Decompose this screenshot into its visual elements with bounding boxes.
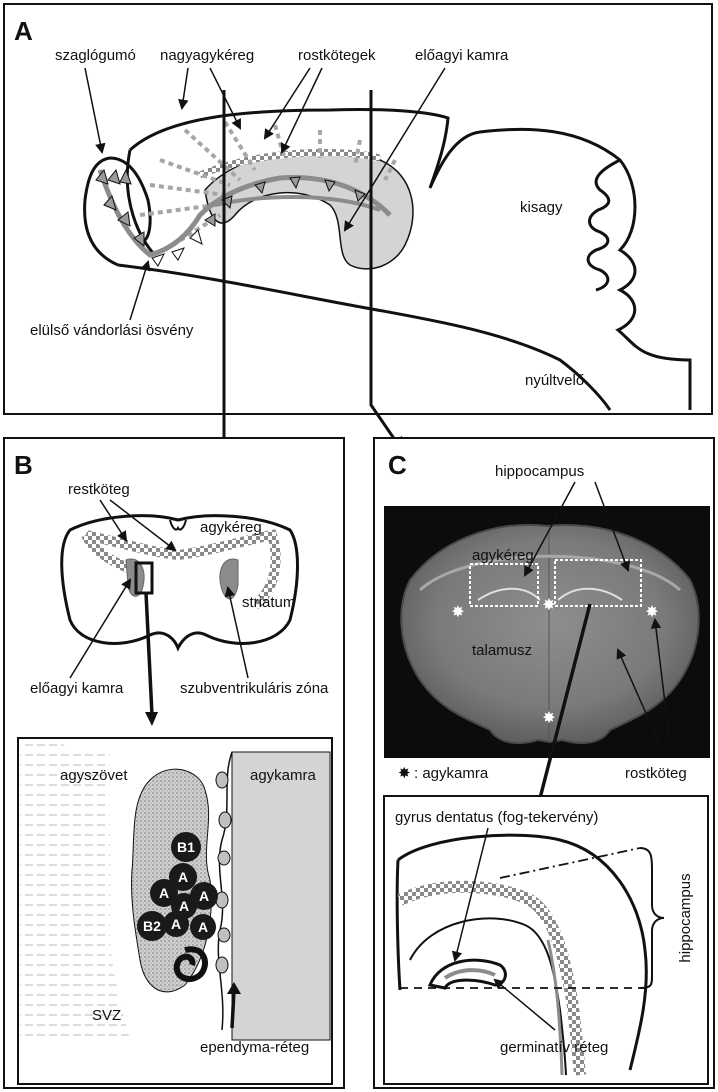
cell-label-b1: B1	[177, 839, 195, 855]
label-svz: SVZ	[92, 1007, 121, 1024]
label-cerebral-cortex: nagyagykéreg	[160, 47, 254, 64]
cell-label-a3: A	[199, 888, 209, 904]
svg-text:✸: ✸	[645, 602, 658, 621]
label-forebrain-ventricle: előagyi kamra	[415, 47, 509, 64]
panel-a-letter: A	[14, 16, 33, 46]
panel-b: B restköteg agykéreg striatum előagyi ka…	[4, 438, 344, 1088]
ependyma-pointer	[232, 990, 234, 1028]
svg-text:✸: ✸	[451, 602, 464, 621]
label-agykereg-b: agykéreg	[200, 519, 262, 536]
label-germinative-layer: germinatív réteg	[500, 1039, 608, 1056]
label-agykamra-b: agykamra	[250, 767, 317, 784]
panel-a: A	[4, 4, 712, 452]
label-gyrus-dentatus: gyrus dentatus (fog-tekervény)	[395, 809, 598, 826]
label-restkoteg: restköteg	[68, 481, 130, 498]
cell-label-a6: A	[198, 919, 208, 935]
panel-c-letter: C	[388, 450, 407, 480]
label-ependyma: ependyma-réteg	[200, 1039, 309, 1056]
ventricle-region	[232, 752, 330, 1040]
label-striatum: striatum	[242, 594, 295, 611]
panel-b-letter: B	[14, 450, 33, 480]
label-eloagyi-kamra-b: előagyi kamra	[30, 680, 124, 697]
svg-text:✸: ✸	[542, 595, 555, 614]
svg-text:✸: ✸	[542, 708, 555, 727]
label-medulla: nyúltvelő	[525, 372, 584, 389]
label-hippocampus-c: hippocampus	[495, 463, 584, 480]
panel-c: C ✸ ✸ ✸ ✸ agykéreg talamusz hippocampus …	[374, 438, 714, 1088]
label-svz-zone: szubventrikuláris zóna	[180, 680, 329, 697]
label-fiber-bundles: rostkötegek	[298, 47, 376, 64]
cell-label-a4: A	[179, 898, 189, 914]
label-olfactory-bulb: szaglógumó	[55, 47, 136, 64]
legend-agykamra: : agykamra	[414, 765, 489, 782]
label-rostkoteg-c: rostköteg	[625, 765, 687, 782]
cell-label-a2: A	[159, 885, 169, 901]
label-talamusz: talamusz	[472, 642, 532, 659]
cell-label-b2: B2	[143, 918, 161, 934]
label-migration-stream: elülső vándorlási ösvény	[30, 322, 194, 339]
label-hippocampus-vertical: hippocampus	[677, 873, 694, 962]
label-agykereg-c: agykéreg	[472, 547, 534, 564]
label-cerebellum: kisagy	[520, 199, 563, 216]
cell-label-a5: A	[171, 916, 181, 932]
cell-label-a1: A	[178, 869, 188, 885]
legend-star-icon: ✸	[398, 764, 411, 782]
label-agyszovet: agyszövet	[60, 767, 128, 784]
